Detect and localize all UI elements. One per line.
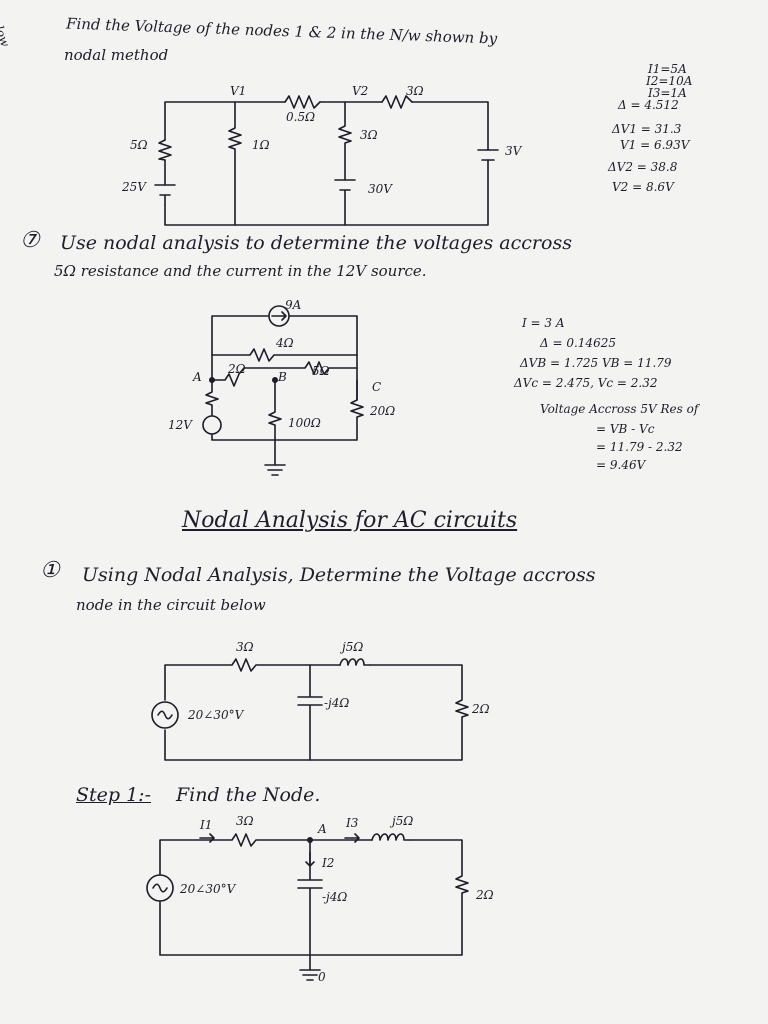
p2-result-7: = 9.46V <box>596 458 646 472</box>
p2-cs9a: 9A <box>285 298 302 312</box>
p2-node-b: B <box>278 370 287 384</box>
p1-result-7: V2 = 8.6V <box>612 180 674 194</box>
problem2-line2: 5Ω resistance and the current in the 12V… <box>54 262 427 280</box>
p1-result-6: ΔV2 = 38.8 <box>608 160 678 174</box>
svg-text:V1: V1 <box>230 84 246 98</box>
p1-r1: 1Ω <box>252 138 270 152</box>
p2-result-3: ΔVc = 2.475, Vc = 2.32 <box>514 376 658 390</box>
s1-r3: 3Ω <box>236 814 254 828</box>
p2-result-6: = 11.79 - 2.32 <box>596 440 683 454</box>
problem1-line2: nodal method <box>64 46 169 64</box>
p2-v12: 12V <box>168 418 192 432</box>
p3-src: 20∠30°V <box>188 708 244 722</box>
p2-r2: 2Ω <box>228 362 246 376</box>
p1-result-0: I1=5A <box>648 62 687 76</box>
p2-result-4: Voltage Accross 5V Res of <box>540 402 699 416</box>
s1-r2: 2Ω <box>476 888 494 902</box>
problem2-line1: Use nodal analysis to determine the volt… <box>60 232 572 254</box>
s1-src: 20∠30°V <box>180 882 236 896</box>
p1-r5: 5Ω <box>130 138 148 152</box>
s1-cj4: -j4Ω <box>322 890 348 904</box>
p1-result-4: ΔV1 = 31.3 <box>612 122 682 136</box>
s1-i1: I1 <box>200 818 213 832</box>
p3-lj5: j5Ω <box>342 640 364 654</box>
p1-result-1: I2=10A <box>646 74 693 88</box>
p1-v3: 3V <box>505 144 522 158</box>
s1-i2: I2 <box>322 856 335 870</box>
p2-node-a: A <box>193 370 202 384</box>
p1-result-3: Δ = 4.512 <box>618 98 679 112</box>
p3-cj4: -j4Ω <box>324 696 350 710</box>
p2-r100: 100Ω <box>288 416 321 430</box>
problem3-line1: Using Nodal Analysis, Determine the Volt… <box>82 564 596 586</box>
p1-r3-top: 3Ω <box>406 84 424 98</box>
p1-r3-mid: 3Ω <box>360 128 378 142</box>
p2-r20: 20Ω <box>370 404 396 418</box>
p2-result-0: I = 3 A <box>522 316 565 330</box>
p1-result-2: I3=1A <box>648 86 687 100</box>
step1-text: Find the Node. <box>176 784 321 806</box>
p1-result-5: V1 = 6.93V <box>620 138 690 152</box>
s1-i3: I3 <box>346 816 359 830</box>
p1-v25: 25V <box>122 180 146 194</box>
s1-ground: 0 <box>318 970 326 984</box>
p2-r5: 5Ω <box>312 364 330 378</box>
p2-marker: ⑦ <box>20 228 40 253</box>
p1-v30: 30V <box>368 182 392 196</box>
s1-node-a: A <box>318 822 327 836</box>
s1-lj5: j5Ω <box>392 814 414 828</box>
p2-node-c: C <box>372 380 382 394</box>
svg-text:V2: V2 <box>352 84 368 98</box>
p2-result-2: ΔVB = 1.725 VB = 11.79 <box>520 356 672 370</box>
p3-r2: 2Ω <box>472 702 490 716</box>
p2-r4: 4Ω <box>276 336 294 350</box>
problem3-line2: node in the circuit below <box>76 596 266 614</box>
section-title: Nodal Analysis for AC circuits <box>182 508 518 533</box>
p2-result-1: Δ = 0.14625 <box>540 336 616 350</box>
p3-marker: ① <box>40 558 60 583</box>
p1-r05: 0.5Ω <box>286 110 316 124</box>
p3-r3: 3Ω <box>236 640 254 654</box>
step1-label: Step 1:- <box>76 784 152 806</box>
p2-result-5: = VB - Vc <box>596 422 655 436</box>
